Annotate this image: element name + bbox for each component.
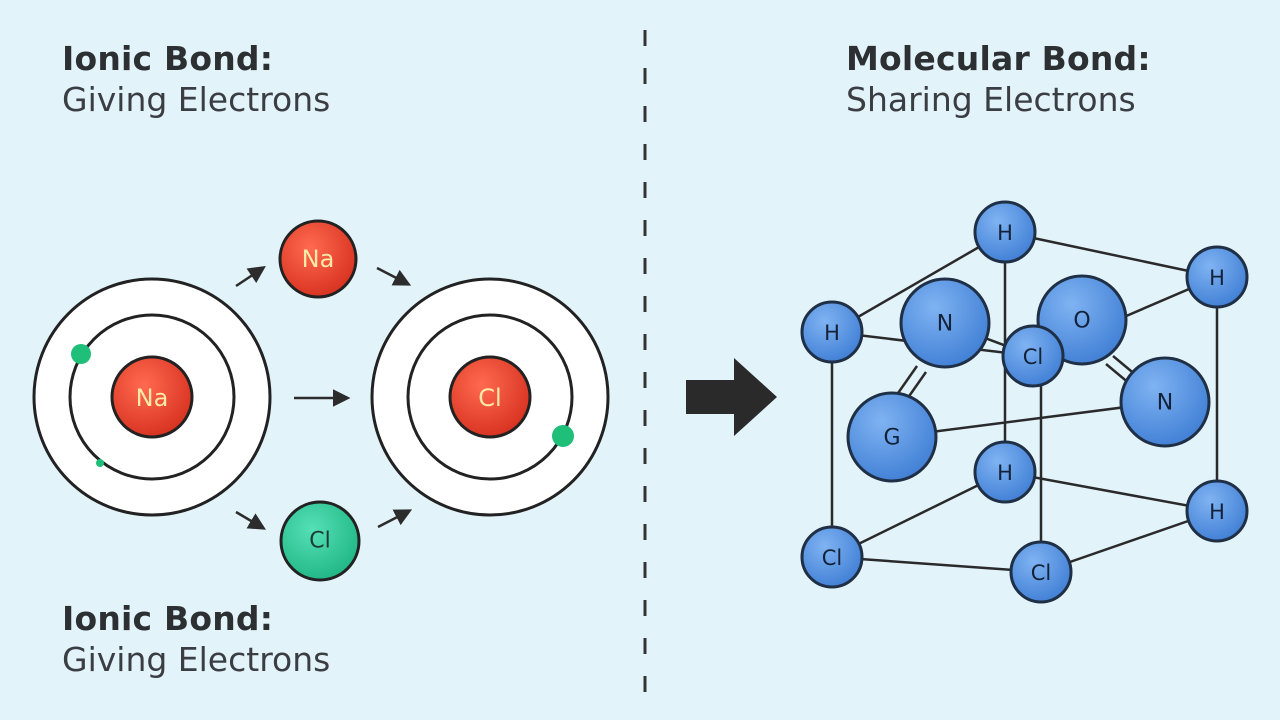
molecule-atom-circle <box>1185 245 1249 309</box>
molecule-atom-label: N <box>1157 391 1173 416</box>
sodium-ion-label: Na <box>302 245 335 273</box>
molecule-atom-label: H <box>997 461 1013 485</box>
molecular-bond-subtitle: Sharing Electrons <box>846 80 1136 120</box>
molecule-atom-circle <box>973 440 1037 504</box>
molecule-atom-h4: H <box>973 440 1037 504</box>
ionic-bond-title: Ionic Bond: <box>62 39 274 78</box>
arrow-icon <box>235 266 266 288</box>
molecule-atom-label: O <box>1073 309 1090 334</box>
molecule-atom-circle <box>846 391 938 483</box>
molecule-atom-h2: H <box>1185 245 1249 309</box>
arrow-icon <box>376 266 412 286</box>
molecule-atom-n2: N <box>1119 356 1211 448</box>
ionic-bond-subtitle: Giving Electrons <box>62 80 331 120</box>
molecule-atom-label: H <box>824 321 840 345</box>
molecule-atom-label: H <box>1209 266 1225 290</box>
molecule-atom-circle <box>800 300 864 364</box>
molecule-atom-c1: G <box>846 391 938 483</box>
molecule-bonds <box>830 230 1219 574</box>
molecule-atom-circle <box>1009 540 1073 604</box>
ionic-bond-title-bottom: Ionic Bond: <box>62 599 274 638</box>
molecule-atom-circle <box>899 277 991 369</box>
molecule-atom-n1: N <box>899 277 991 369</box>
chlorine-nucleus <box>448 355 532 439</box>
ionic-bond-subtitle-bottom: Giving Electrons <box>62 640 331 680</box>
ionic-bond-heading-top: Ionic Bond: Giving Electrons <box>62 38 330 121</box>
transfer-arrows <box>235 266 413 530</box>
molecule-atom-label: G <box>883 426 900 451</box>
chlorine-ion-label: Cl <box>309 529 330 554</box>
sodium-ion: Na <box>278 219 358 299</box>
chlorine-ion: Cl <box>279 500 361 582</box>
molecule-atom-cl3: Cl <box>1009 540 1073 604</box>
arrow-icon <box>235 510 267 530</box>
molecular-bond-heading: Molecular Bond: Sharing Electrons <box>846 38 1151 121</box>
chlorine-atom: Cl <box>370 277 610 517</box>
big-right-arrow-icon <box>686 358 777 436</box>
molecule-atom-cl1: Cl <box>1001 324 1065 388</box>
molecule-atom-h5: H <box>1185 479 1249 543</box>
molecular-bond-title: Molecular Bond: <box>846 39 1151 78</box>
electron-dot <box>552 425 574 447</box>
molecule-atom-h1: H <box>973 200 1037 264</box>
sodium-nucleus-label: Na <box>136 384 169 412</box>
electron-dot-small <box>96 459 104 467</box>
molecule-atom-cl2: Cl <box>800 525 864 589</box>
molecule-atom-label: Cl <box>822 546 843 570</box>
sodium-atom: Na <box>32 277 272 517</box>
molecule-atom-circle <box>1185 479 1249 543</box>
molecule-atom-label: Cl <box>1023 345 1044 369</box>
ionic-bond-heading-bottom: Ionic Bond: Giving Electrons <box>62 598 330 681</box>
sodium-nucleus <box>110 355 194 439</box>
molecule-atom-h3: H <box>800 300 864 364</box>
molecule-atom-circle <box>800 525 864 589</box>
electron-dot <box>71 344 91 364</box>
molecule-atom-circle <box>973 200 1037 264</box>
chlorine-nucleus-label: Cl <box>478 384 501 412</box>
molecule-atom-label: H <box>997 221 1013 245</box>
molecule-atom-label: H <box>1209 500 1225 524</box>
arrow-icon <box>377 509 413 529</box>
molecule-atom-circle <box>1119 356 1211 448</box>
molecule-atom-label: N <box>937 312 953 337</box>
molecule-atom-label: Cl <box>1031 561 1052 585</box>
molecule-atom-circle <box>1001 324 1065 388</box>
